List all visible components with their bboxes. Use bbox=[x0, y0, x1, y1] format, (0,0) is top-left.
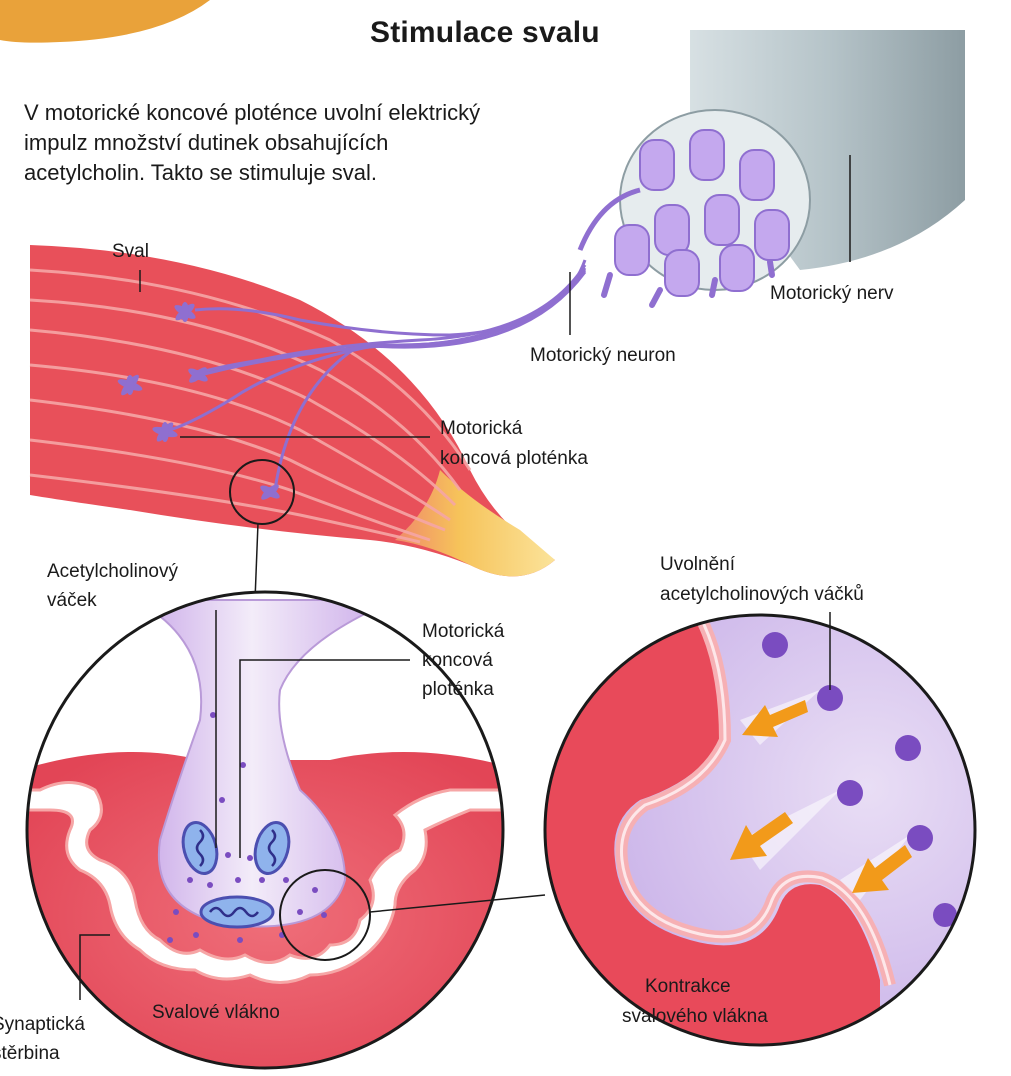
corner-decoration bbox=[0, 0, 210, 43]
label-release-line2: acetylcholinových váčků bbox=[660, 584, 864, 605]
zoom-marker-small bbox=[229, 459, 295, 525]
motor-nerve-illustration bbox=[577, 30, 965, 308]
label-ach-vesicle-line2: váček bbox=[47, 590, 97, 611]
intro-text: V motorické koncové ploténce uvolní elek… bbox=[24, 100, 481, 185]
muscle-illustration bbox=[29, 245, 555, 577]
left-magnified-view bbox=[25, 590, 505, 1070]
label-muscle-fiber: Svalové vlákno bbox=[152, 1002, 280, 1023]
label-ach-vesicle-line1: Acetylcholinový bbox=[47, 561, 178, 582]
label-contraction-line1: Kontrakce bbox=[645, 976, 731, 997]
end-plates bbox=[117, 302, 280, 500]
label-contraction-line2: svalového vlákna bbox=[622, 1006, 768, 1027]
label-motor-nerve: Motorický nerv bbox=[770, 283, 894, 304]
label-synaptic-cleft-line2: štěrbina bbox=[0, 1043, 60, 1064]
right-magnified-view bbox=[543, 612, 977, 1047]
label-end-plate-mid-line3: ploténka bbox=[422, 679, 494, 700]
label-release-line1: Uvolnění bbox=[660, 554, 735, 575]
label-end-plate-mid-line2: koncová bbox=[422, 650, 493, 671]
neuron-fibers bbox=[159, 259, 587, 491]
label-muscle: Sval bbox=[112, 241, 149, 262]
label-end-plate-top-line2: koncová ploténka bbox=[440, 448, 588, 469]
label-end-plate-top-line1: Motorická bbox=[440, 418, 523, 439]
label-motor-neuron: Motorický neuron bbox=[530, 345, 676, 366]
label-end-plate-mid-line1: Motorická bbox=[422, 621, 505, 642]
page-title: Stimulace svalu bbox=[370, 16, 600, 49]
leader-lines-top bbox=[139, 155, 851, 601]
label-synaptic-cleft-line1: Synaptická bbox=[0, 1014, 85, 1035]
connector-line bbox=[369, 894, 546, 913]
zoom-marker-detail bbox=[279, 869, 371, 961]
